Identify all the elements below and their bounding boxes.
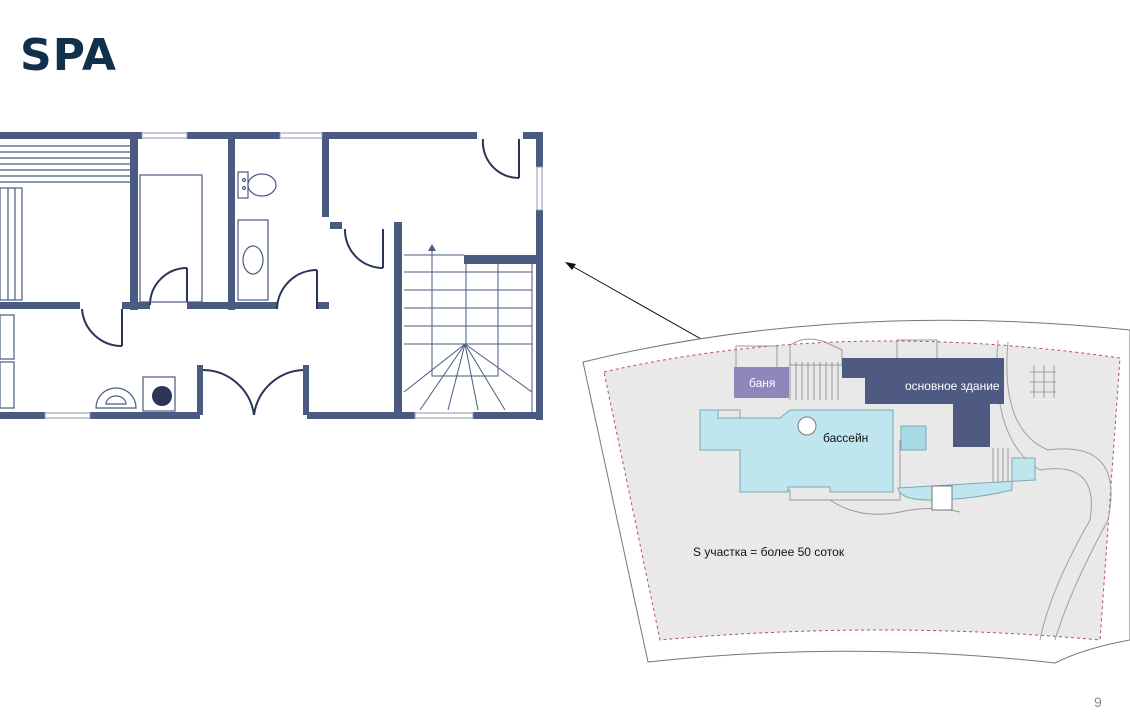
spa-floor-plan — [0, 132, 543, 420]
sauna-shape — [734, 367, 789, 398]
slide-title: SPA — [20, 30, 117, 81]
pool-label: бассейн — [823, 431, 868, 445]
page-number: 9 — [1094, 694, 1102, 710]
main-building-label: основное здание — [905, 379, 1000, 393]
pool-shape — [699, 409, 894, 493]
area-note: S участка = более 50 соток — [693, 545, 845, 559]
main-building-shape — [842, 358, 1004, 447]
sauna-label: баня — [749, 376, 775, 390]
